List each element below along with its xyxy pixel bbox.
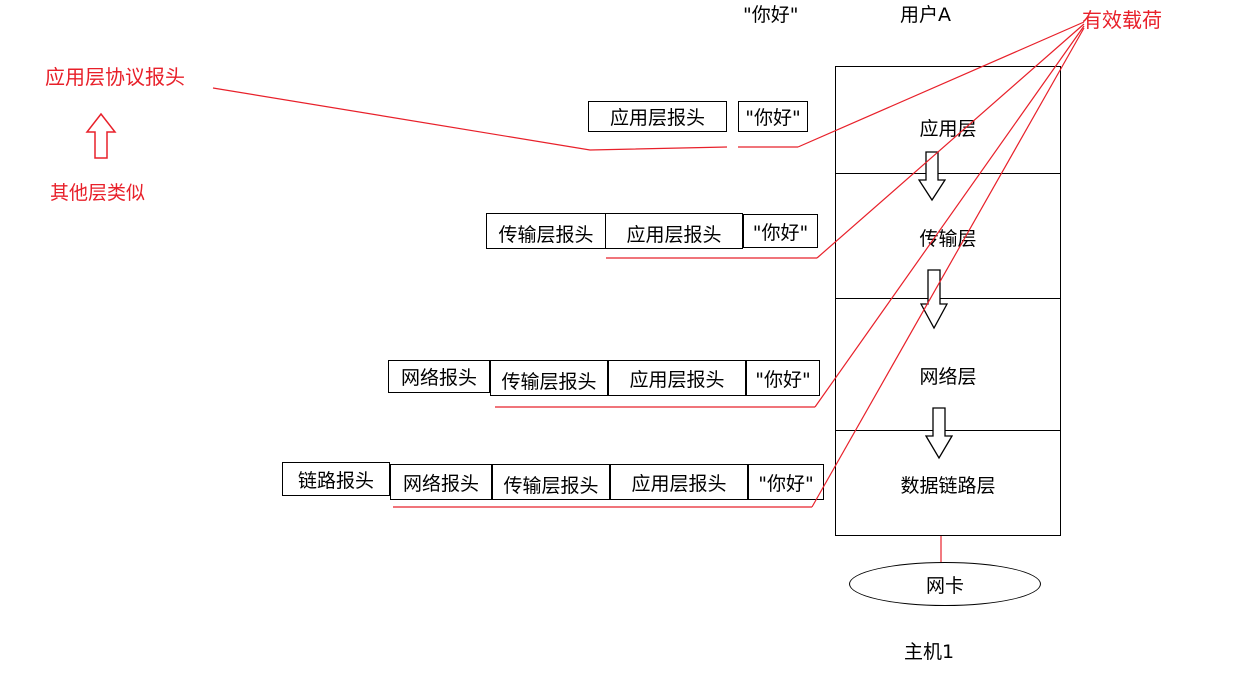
down-arrow-icon — [920, 269, 948, 330]
user-label: 用户A — [900, 4, 951, 26]
row4-app-header: 应用层报头 — [610, 464, 748, 500]
row1-app-header: 应用层报头 — [588, 101, 727, 132]
nic-ellipse: 网卡 — [849, 562, 1041, 606]
row3-app-header: 应用层报头 — [608, 360, 746, 396]
down-arrow-icon — [918, 151, 946, 202]
layer-label: 传输层 — [919, 228, 977, 250]
row4-link-header: 链路报头 — [282, 462, 390, 496]
nic-label: 网卡 — [925, 574, 964, 597]
layer-application: 应用层 — [835, 66, 1061, 173]
row1-payload: "你好" — [738, 101, 808, 132]
row4-payload: "你好" — [748, 464, 824, 500]
row2-payload: "你好" — [743, 214, 818, 248]
message-label: "你好" — [743, 4, 799, 26]
layer-label: 应用层 — [919, 118, 977, 140]
row3-network-header: 网络报头 — [388, 360, 490, 393]
app-header-annotation: 应用层协议报头 — [45, 65, 185, 89]
payload-label: 有效载荷 — [1082, 8, 1162, 32]
down-arrow-icon — [925, 407, 953, 460]
row2-app-header: 应用层报头 — [605, 213, 743, 249]
layer-label: 数据链路层 — [900, 475, 996, 497]
others-similar-annotation: 其他层类似 — [50, 182, 146, 204]
host-label: 主机1 — [904, 641, 955, 663]
layer-transport: 传输层 — [835, 173, 1061, 298]
row4-network-header: 网络报头 — [390, 464, 492, 500]
row3-payload: "你好" — [746, 360, 820, 396]
up-arrow-icon — [85, 112, 117, 159]
layer-label: 网络层 — [919, 366, 977, 388]
row2-transport-header: 传输层报头 — [486, 213, 606, 249]
row3-transport-header: 传输层报头 — [490, 360, 608, 396]
row4-transport-header: 传输层报头 — [492, 464, 610, 500]
